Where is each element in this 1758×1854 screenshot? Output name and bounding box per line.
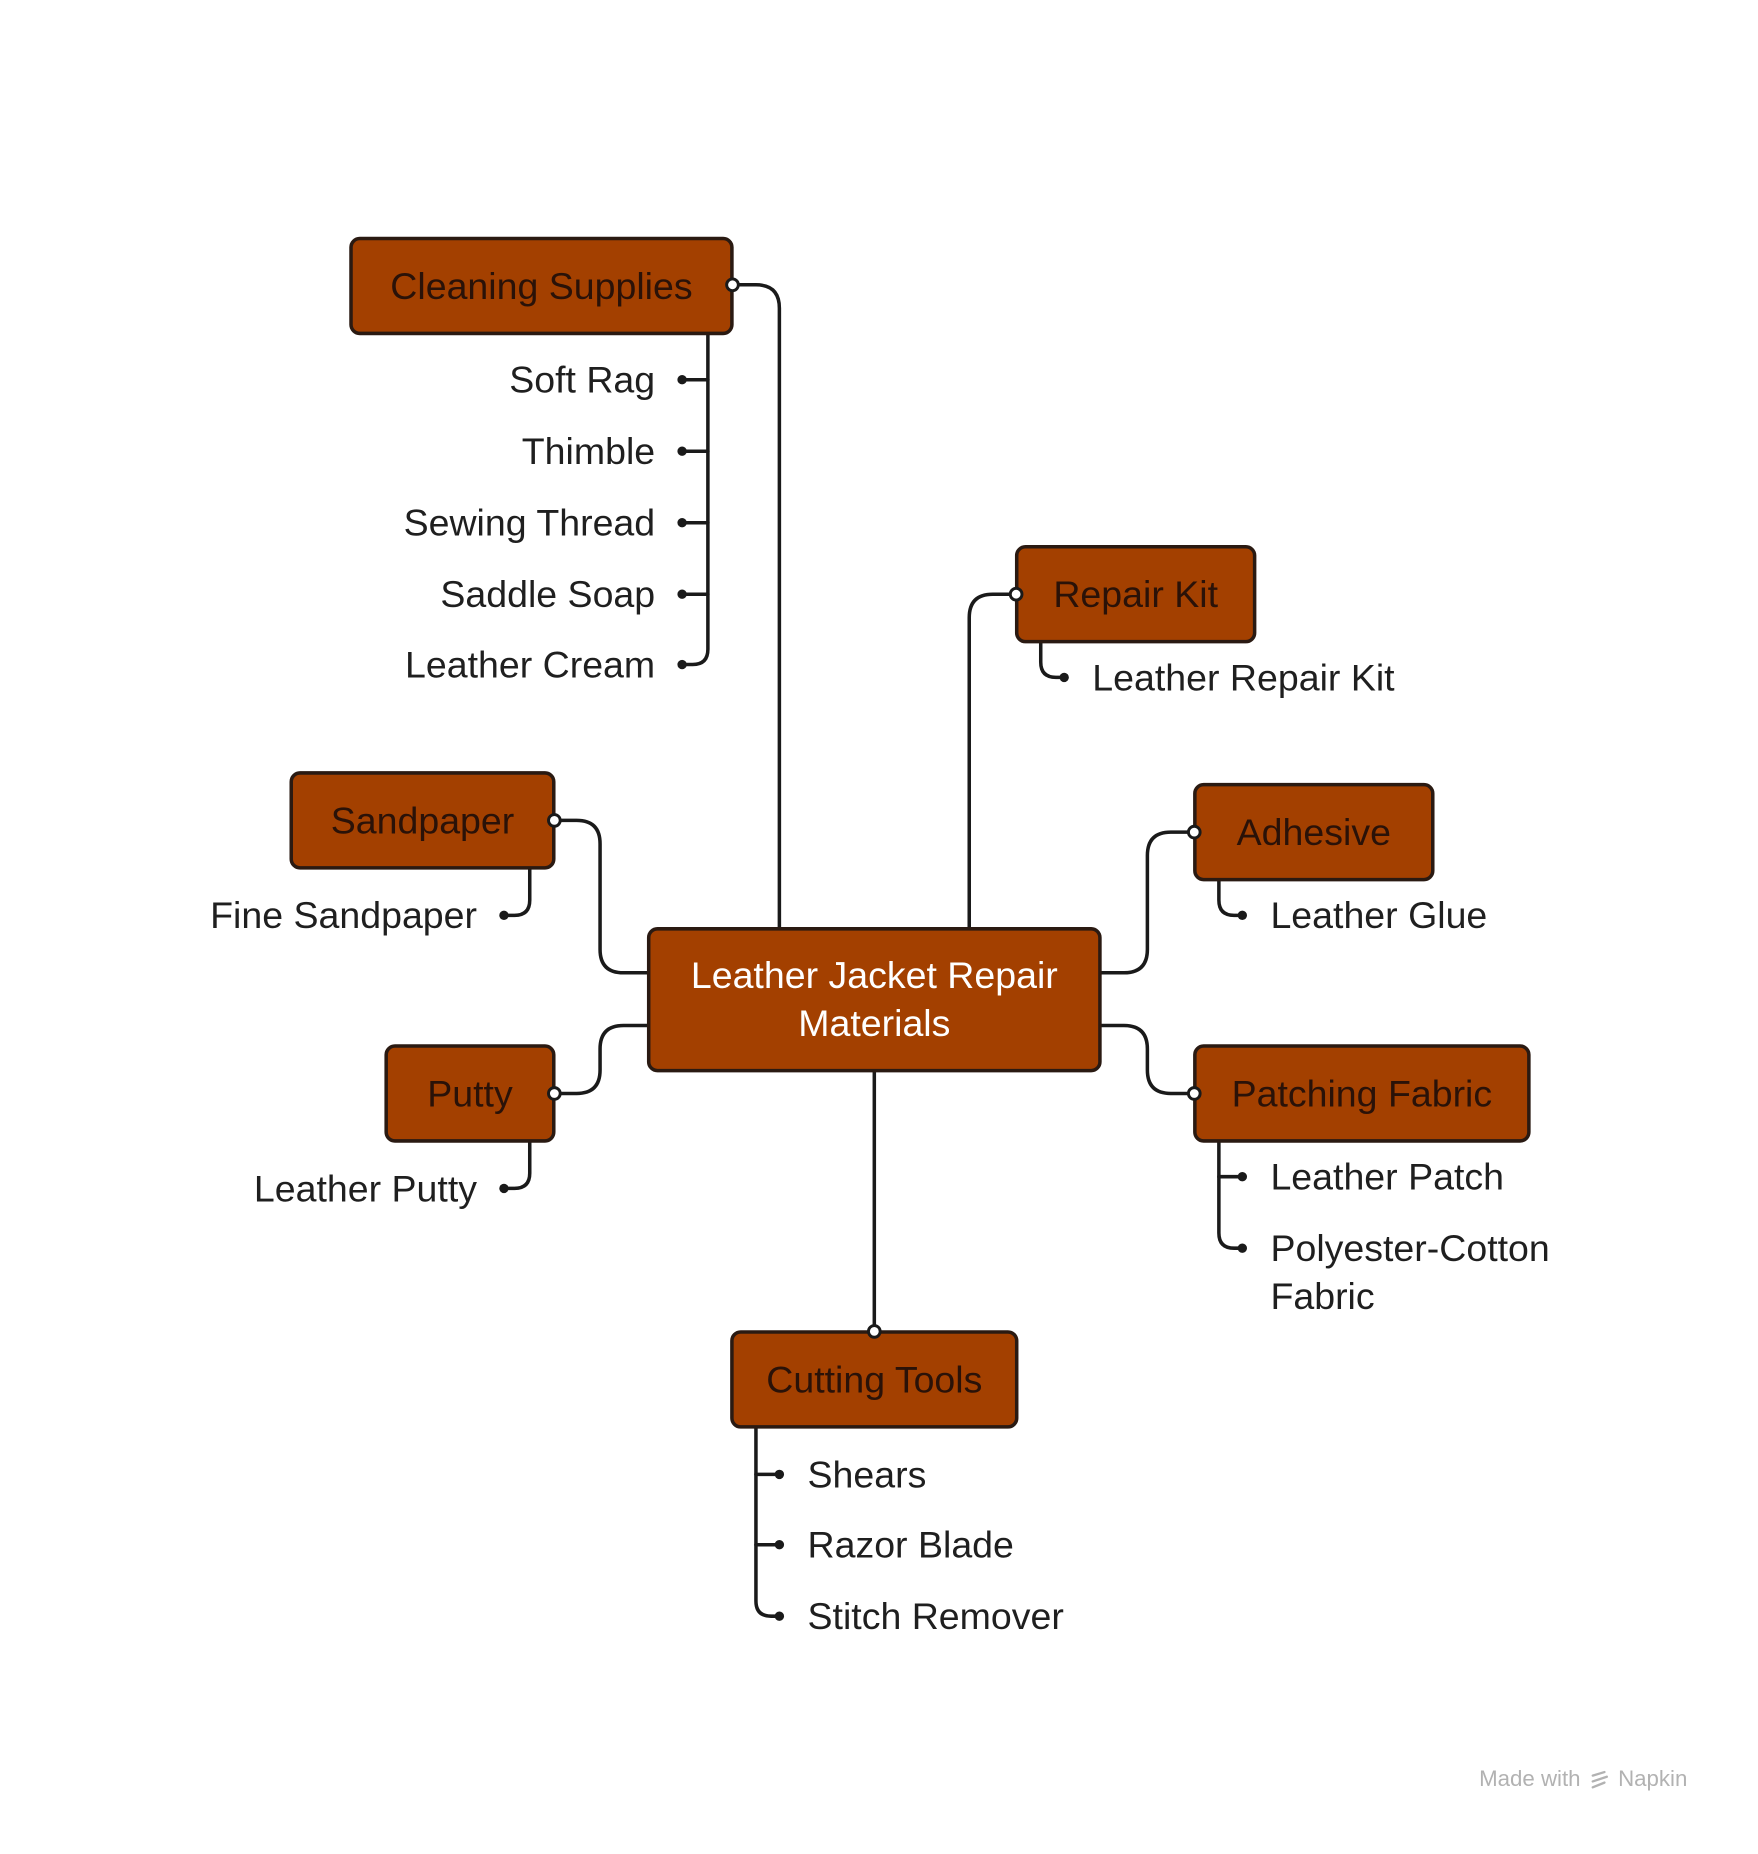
node-putty: Putty — [384, 1044, 556, 1143]
node-label: Repair Kit — [1053, 572, 1219, 615]
node-label: Cleaning Supplies — [390, 264, 693, 307]
node-repair-kit: Repair Kit — [1014, 544, 1257, 644]
node-patching-fabric: Patching Fabric — [1193, 1044, 1531, 1143]
node-cleaning-supplies: Cleaning Supplies — [349, 236, 734, 336]
node-label: Sandpaper — [330, 798, 515, 841]
root-label: Leather Jacket Repair Materials — [690, 954, 1058, 1045]
node-adhesive: Adhesive — [1193, 782, 1435, 882]
node-label: Putty — [427, 1071, 513, 1114]
node-label: Cutting Tools — [766, 1357, 983, 1400]
node-sandpaper: Sandpaper — [289, 771, 556, 870]
node-label: Patching Fabric — [1231, 1071, 1493, 1114]
leaf-shears: Shears — [807, 1453, 927, 1496]
credit-brand: Napkin — [1618, 1767, 1688, 1792]
made-with-credit: Made with Napkin — [1479, 1767, 1687, 1793]
leaf-leather-putty: Leather Putty — [253, 1167, 478, 1210]
leaf-fine-sandpaper: Fine Sandpaper — [210, 894, 478, 937]
root-node: Leather Jacket Repair Materials — [646, 927, 1102, 1073]
leaf-leather-glue: Leather Glue — [1270, 894, 1488, 937]
leaf-leather-repair-kit: Leather Repair Kit — [1092, 656, 1395, 699]
node-cutting-tools: Cutting Tools — [730, 1330, 1019, 1429]
napkin-logo-icon — [1591, 1770, 1608, 1789]
leaf-razor-blade: Razor Blade — [807, 1523, 1014, 1566]
leaf-soft-rag: Soft Rag — [509, 358, 656, 401]
leaf-thimble: Thimble — [521, 430, 656, 473]
leaf-sewing-thread: Sewing Thread — [403, 501, 656, 544]
node-label: Adhesive — [1236, 810, 1391, 853]
credit-prefix: Made with — [1479, 1767, 1581, 1792]
leaf-leather-cream: Leather Cream — [404, 643, 656, 686]
leaf-leather-patch: Leather Patch — [1270, 1155, 1504, 1198]
leaf-saddle-soap: Saddle Soap — [440, 573, 656, 616]
leaf-stitch-remover: Stitch Remover — [807, 1595, 1064, 1638]
leaf-polyester-cotton-fabric: Polyester-Cotton Fabric — [1270, 1227, 1550, 1318]
